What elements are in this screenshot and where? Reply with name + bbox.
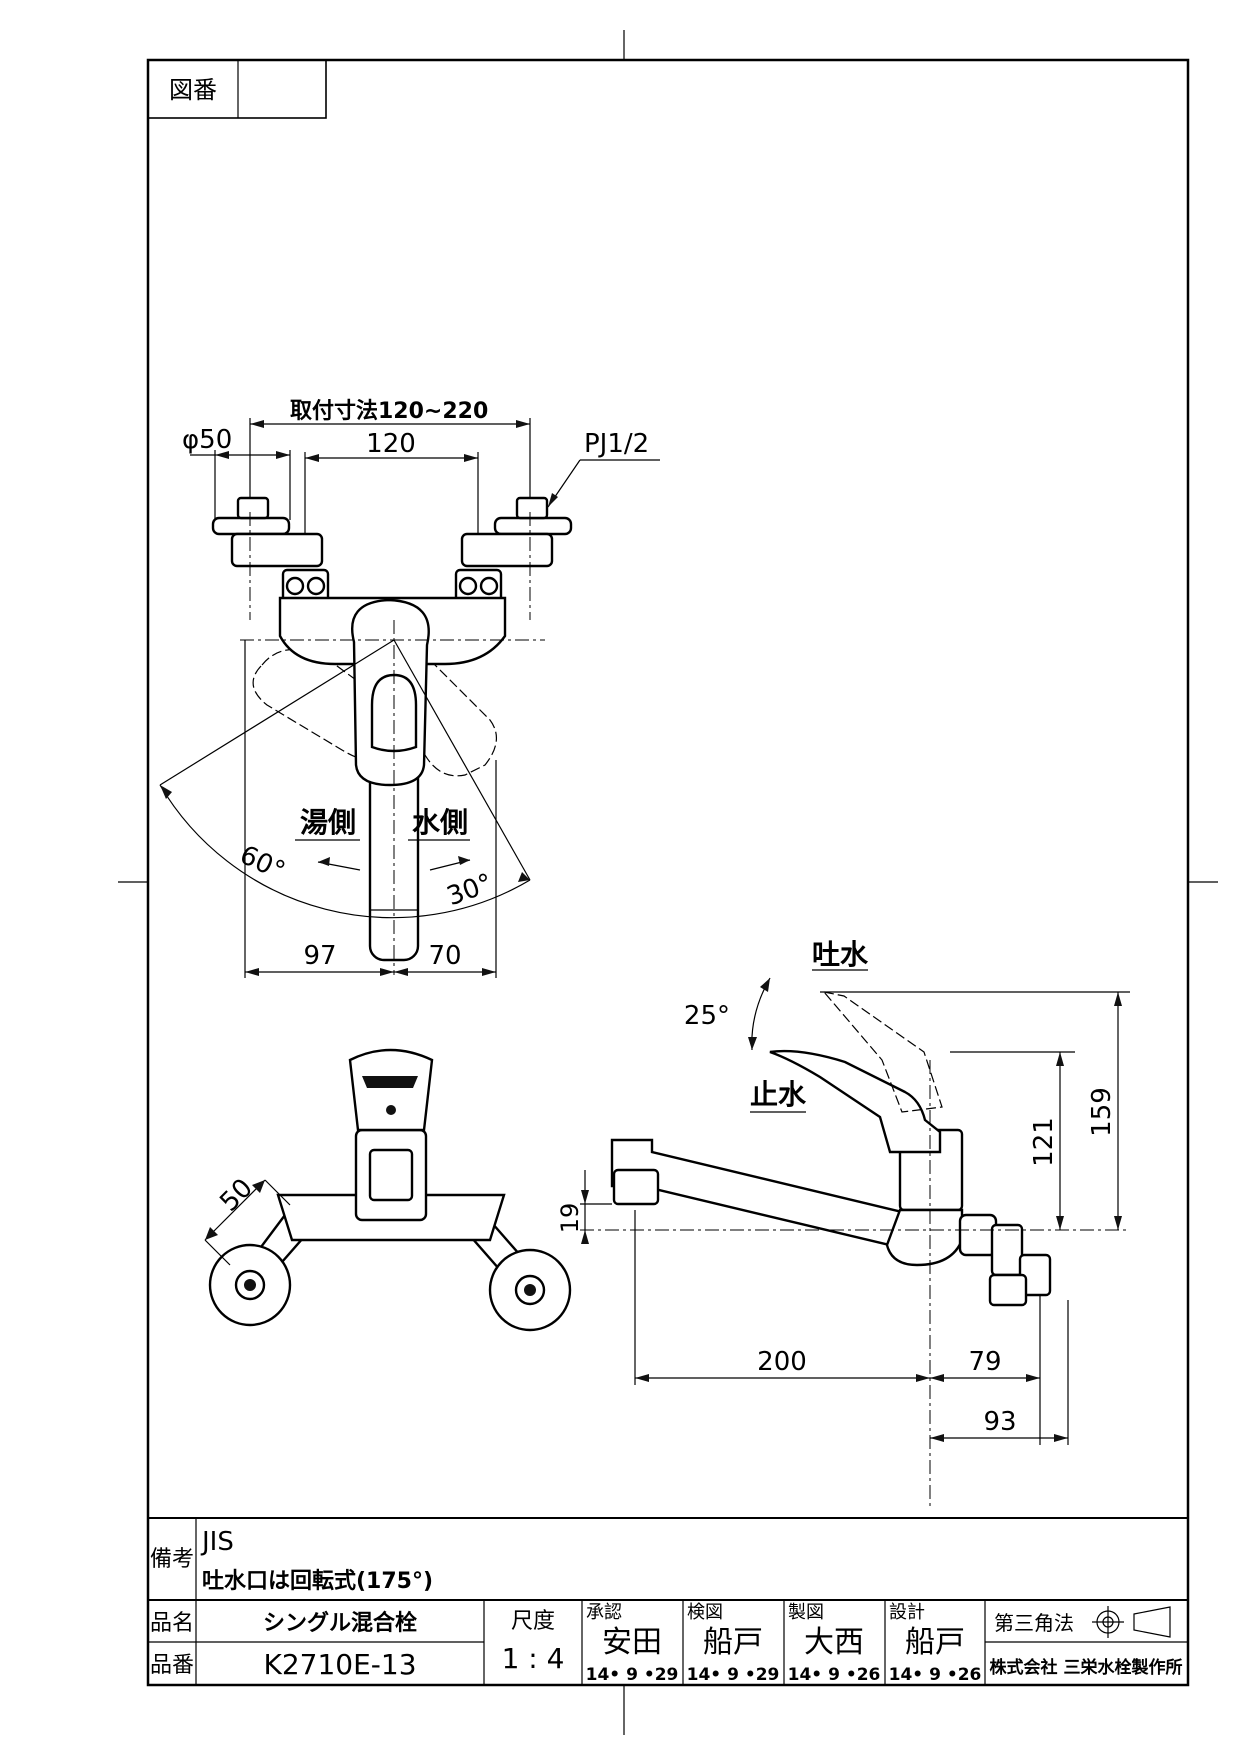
dim-93-label: 93: [983, 1407, 1016, 1437]
dim-79-label: 79: [968, 1347, 1001, 1377]
checked-name: 船戸: [703, 1625, 763, 1660]
sheet-frame: [118, 30, 1218, 1735]
scale-label: 尺度: [511, 1609, 555, 1634]
dim-121-label: 121: [1029, 1117, 1059, 1167]
dim-97-label: 97: [303, 941, 336, 971]
number-label: 品番: [150, 1653, 194, 1678]
top-view: 取付寸法120~220 φ50 120 PJ1/2: [159, 399, 660, 978]
notes-line-1: JIS: [200, 1527, 234, 1557]
front-view: 50: [204, 1048, 572, 1332]
notes-line-2: 吐水口は回転式(175°): [202, 1568, 433, 1594]
approved-name: 安田: [602, 1625, 662, 1660]
phi-50-label: φ50: [182, 425, 232, 455]
cold-side-label: 水側: [412, 806, 468, 839]
third-angle-projection-icon: [1092, 1606, 1171, 1638]
drawn-name: 大西: [804, 1625, 864, 1660]
drawn-label: 製図: [788, 1602, 824, 1623]
dim-159-label: 159: [1087, 1087, 1117, 1137]
mount-range-label: 取付寸法120~220: [290, 399, 488, 424]
checked-date: 14• 9 •29: [687, 1665, 780, 1685]
design-date: 14• 9 •26: [889, 1665, 982, 1685]
stop-label: 止水: [750, 1078, 807, 1111]
scale-value: 1 : 4: [502, 1642, 565, 1675]
company-name: 株式会社 三栄水栓製作所: [990, 1657, 1183, 1678]
thread-label: PJ1/2: [584, 429, 649, 459]
drawing-number-label: 図番: [169, 76, 217, 104]
lever-angle-label: 25°: [684, 1001, 730, 1031]
product-number: K2710E-13: [263, 1648, 416, 1681]
cold-angle-label: 30°: [443, 868, 497, 912]
approved-date: 14• 9 •29: [586, 1665, 679, 1685]
name-label: 品名: [150, 1611, 194, 1636]
projection-label: 第三角法: [994, 1611, 1074, 1635]
drawn-date: 14• 9 •26: [788, 1665, 881, 1685]
dim-50-label: 50: [214, 1173, 259, 1218]
notes-block: 備考 JIS 吐水口は回転式(175°): [148, 1517, 1188, 1600]
design-name: 船戸: [905, 1625, 965, 1660]
side-view: 吐水 止水 25° 121 159 19 200 79 93: [556, 938, 1130, 1510]
dim-200-label: 200: [757, 1347, 807, 1377]
center-120-label: 120: [366, 429, 416, 459]
dim-70-label: 70: [428, 941, 461, 971]
notes-label: 備考: [150, 1547, 194, 1572]
title-block: 品名 シングル混合栓 品番 K2710E-13 尺度 1 : 4 承認 安田 1…: [148, 1599, 1188, 1685]
approved-label: 承認: [586, 1602, 622, 1623]
product-name: シングル混合栓: [263, 1610, 417, 1636]
drawing-number-box: 図番: [147, 59, 327, 119]
hot-side-label: 湯側: [300, 806, 356, 839]
checked-label: 検図: [687, 1602, 723, 1623]
discharge-label: 吐水: [812, 938, 869, 971]
hot-angle-label: 60°: [235, 840, 289, 887]
design-label: 設計: [889, 1602, 925, 1623]
dim-19-label: 19: [556, 1203, 584, 1234]
